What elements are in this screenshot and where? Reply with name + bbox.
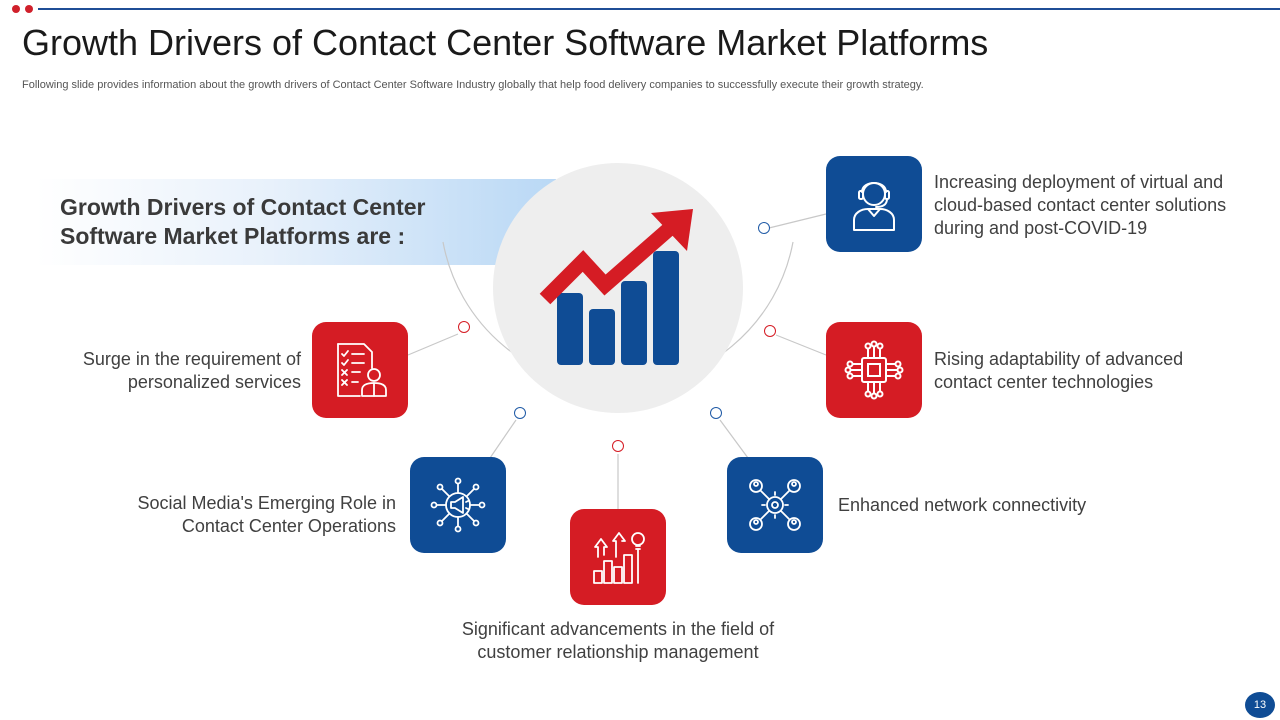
connector-node xyxy=(514,407,526,419)
growth-chart-idea-icon xyxy=(593,532,645,584)
processor-chip-icon xyxy=(844,340,904,400)
intro-banner-text: Growth Drivers of Contact Center Softwar… xyxy=(60,193,426,251)
connector-node xyxy=(458,321,470,333)
center-hub xyxy=(493,163,743,413)
connector-node xyxy=(758,222,770,234)
driver-tile-social-media xyxy=(410,457,506,553)
megaphone-network-icon xyxy=(430,477,486,533)
header-dot xyxy=(25,5,33,13)
page-number: 13 xyxy=(1245,692,1275,718)
connector-node xyxy=(710,407,722,419)
page-title: Growth Drivers of Contact Center Softwar… xyxy=(22,22,989,63)
driver-label-line: Surge in the requirement of xyxy=(82,349,301,369)
driver-label-social-media: Social Media's Emerging Role in Contact … xyxy=(96,492,396,538)
driver-label-line: customer relationship management xyxy=(477,642,759,662)
driver-tile-virtual-deployment xyxy=(826,156,922,252)
driver-label-line: contact center technologies xyxy=(934,372,1154,392)
driver-label-line: Significant advancements in the field of xyxy=(461,619,775,639)
top-rule xyxy=(38,8,1280,10)
driver-label-line: Social Media's Emerging Role in xyxy=(137,493,396,513)
driver-label-line: during and post-COVID-19 xyxy=(934,218,1148,238)
driver-label-line: Contact Center Operations xyxy=(181,516,396,536)
growth-bar-chart-icon xyxy=(539,209,693,365)
driver-label-line: Increasing deployment of virtual and xyxy=(934,172,1224,192)
header-dot xyxy=(12,5,20,13)
driver-label-crm: Significant advancements in the field of… xyxy=(418,618,818,664)
driver-label-advanced-tech: Rising adaptability of advanced contact … xyxy=(934,348,1183,394)
driver-tile-crm xyxy=(570,509,666,605)
driver-label-line: Rising adaptability of advanced xyxy=(934,349,1184,369)
page-subtitle: Following slide provides information abo… xyxy=(22,79,924,91)
driver-label-line: cloud-based contact center solutions xyxy=(934,195,1227,215)
intro-banner-line: Software Market Platforms are : xyxy=(60,223,406,249)
support-agent-icon xyxy=(853,182,895,231)
driver-tile-network xyxy=(727,457,823,553)
driver-label-personalized: Surge in the requirement of personalized… xyxy=(0,348,301,394)
driver-label-virtual-deployment: Increasing deployment of virtual and clo… xyxy=(934,171,1226,240)
connector-node xyxy=(764,325,776,337)
driver-tile-personalized xyxy=(312,322,408,418)
intro-banner-line: Growth Drivers of Contact Center xyxy=(60,194,426,220)
driver-tile-advanced-tech xyxy=(826,322,922,418)
driver-label-network: Enhanced network connectivity xyxy=(838,494,1086,517)
network-users-icon xyxy=(749,479,801,531)
checklist-person-icon xyxy=(337,343,387,397)
connector-node xyxy=(612,440,624,452)
intro-banner xyxy=(36,179,556,265)
driver-label-line: personalized services xyxy=(127,372,301,392)
driver-label-line: Enhanced network connectivity xyxy=(838,495,1087,515)
